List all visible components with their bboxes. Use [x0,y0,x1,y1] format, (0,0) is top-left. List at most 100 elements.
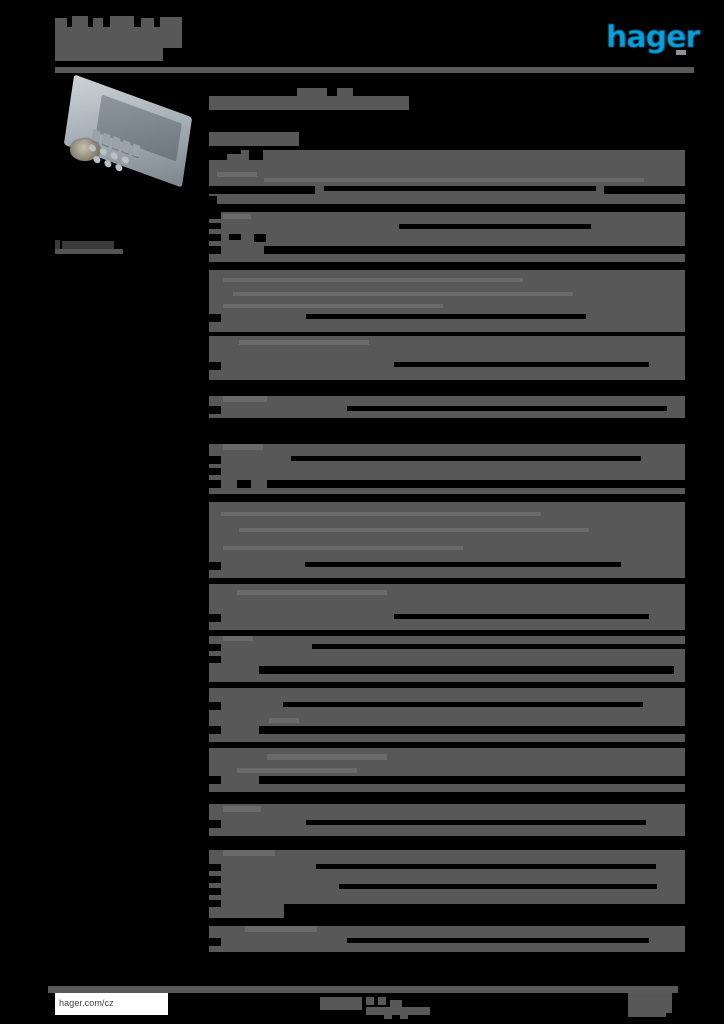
toc-entry-gap [209,888,221,895]
title-redaction-block [141,18,154,27]
toc-entry-speck [237,590,387,595]
toc-entry-gap [347,938,649,943]
footer-redaction-block [366,1007,430,1015]
page-title [55,16,189,62]
toc-entry[interactable] [209,502,685,578]
footer-redaction-block [628,1013,666,1017]
toc-heading-redaction-block [337,88,353,96]
toc-entry-gap [209,406,221,414]
toc-entry-speck [223,304,443,308]
toc-entry-gap [209,186,315,194]
footer-redaction-block [390,1000,402,1010]
toc-entry-speck [239,528,589,532]
toc-subheading [209,130,685,148]
title-redaction-block [55,27,182,48]
toc-entry[interactable] [209,748,685,792]
toc-entry[interactable] [209,444,685,494]
toc-entry-gap [291,456,641,461]
toc-entry-speck [237,768,357,773]
toc-entry-speck [217,172,257,177]
toc-entry-gap [237,480,251,488]
toc-entry-gap [209,196,217,204]
toc-entry-gap [254,234,266,242]
page-header: hager [0,0,724,80]
footer-redaction-block [384,1014,392,1019]
toc-entry-gap [209,480,221,488]
toc-entry-gap [347,406,667,411]
toc-heading-redaction-block [297,88,327,96]
toc-entry-speck [223,546,463,550]
footer-redaction-block [320,997,362,1010]
product-photo [53,74,200,194]
toc-entry-gap [259,666,674,674]
toc-entry-gap [209,726,221,734]
toc-entry-speck [223,214,251,219]
toc-entry-gap [312,644,702,649]
toc-entry-speck [267,754,387,760]
toc-entry[interactable] [209,584,685,630]
header-divider [55,67,694,73]
toc-entry[interactable] [209,396,685,418]
footer-redaction-block [378,997,386,1005]
toc-entry-gap [209,234,221,241]
toc-entry-speck [245,926,317,932]
toc-subheading-redaction-block [209,132,299,146]
toc-entry-gap [209,614,221,622]
toc-entry[interactable] [209,688,685,742]
toc-entry-gap [209,314,221,322]
toc-entry[interactable] [209,850,685,918]
toc-entry-gap [306,314,586,319]
title-redaction-block [55,18,67,27]
toc-entry-gap [209,938,221,946]
toc-entry-gap [209,876,221,883]
toc-entry-speck [223,636,253,641]
toc-entry[interactable] [209,150,685,204]
toc-entry[interactable] [209,212,685,262]
footer-redaction-block [366,997,374,1005]
title-redaction-block [72,16,88,27]
toc-entry[interactable] [209,926,685,952]
caption-redaction-block [62,241,114,249]
caption-redaction-block [55,240,60,249]
toc-entry-gap [209,212,221,219]
toc-entry-gap [209,362,221,370]
toc-entry-gap [399,224,591,229]
toc-entry-gap [209,864,221,871]
toc-entry-speck [264,178,644,182]
toc-entry-gap [259,726,685,734]
toc-entry-gap [227,150,241,154]
toc-entry-gap [229,234,241,240]
toc-entry-gap [259,776,685,784]
toc-entry-speck [269,718,299,723]
caption-redaction-block [55,249,123,254]
toc-entry[interactable] [209,804,685,836]
toc-entry-speck [239,340,369,345]
toc-entry[interactable] [209,636,702,682]
toc-entry-speck [223,396,267,402]
toc-entry[interactable] [209,270,685,332]
toc-entry-gap [209,702,221,710]
toc-entry-speck [223,850,275,856]
toc-entry-speck [223,806,261,812]
toc-entry-speck [233,292,573,296]
footer-url-box[interactable]: hager.com/cz [55,993,168,1015]
toc-entry-gap [209,246,221,254]
footer-url-text[interactable]: hager.com/cz [59,998,114,1008]
toc-entry-gap [283,702,643,707]
footer-redaction-block [628,993,672,1003]
page-footer: hager.com/cz [0,993,724,1019]
toc-entry-gap [209,656,221,663]
toc-entry-gap [209,900,221,907]
table-of-contents [209,88,702,952]
toc-entry[interactable] [209,336,685,380]
title-redaction-block [110,16,134,27]
title-redaction-block [93,18,103,27]
toc-entry-gap [209,456,221,464]
footer-redaction-block [400,1014,408,1019]
hager-logo: hager [606,20,700,55]
footer-center-text [320,993,430,1019]
toc-entry-gap [209,468,221,475]
toc-entry-gap [264,246,685,254]
toc-entry-gap [209,776,221,784]
